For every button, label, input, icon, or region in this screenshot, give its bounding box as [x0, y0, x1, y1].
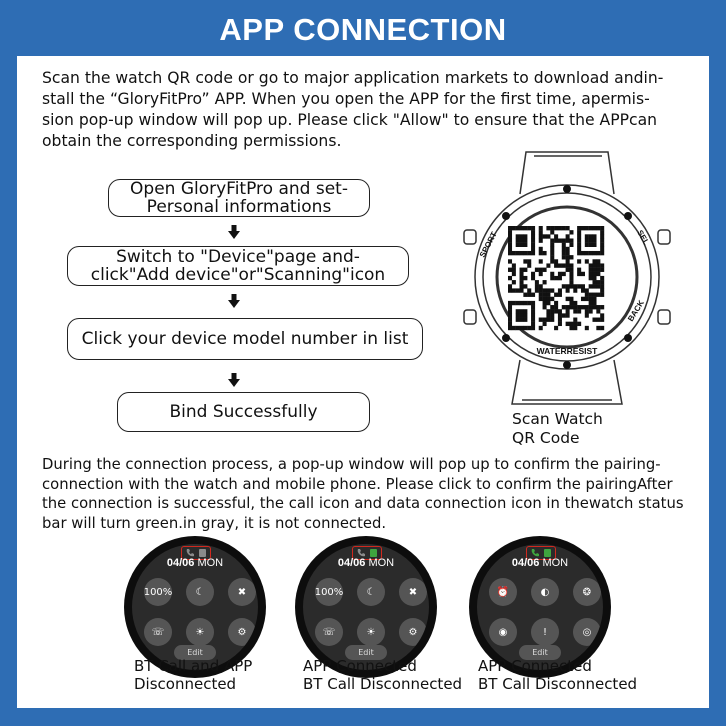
- step-line: click"Add device"or"Scanning"icon: [90, 265, 386, 285]
- bezel-label-waterresist: WATERRESIST: [537, 346, 599, 356]
- quick-tile: ✖: [228, 578, 256, 606]
- quick-tile: ☾: [186, 578, 214, 606]
- down-arrow-icon: [228, 225, 240, 239]
- intro-line: obtain the corresponding permissions.: [42, 132, 342, 150]
- connection-paragraph: During the connection process, a pop-up …: [42, 455, 692, 533]
- status-highlight: [526, 546, 556, 560]
- quick-tile: ❂: [573, 578, 601, 606]
- watch-illustration: SPORT SEL BACK WATERRESIST: [463, 151, 671, 405]
- data-status-icon: [370, 549, 377, 557]
- quick-tile: 100%: [144, 578, 172, 606]
- watch-screen-face: 04/06 MON 100% ☾ ✖ ☏ ☀ ⚙ Edit: [132, 544, 258, 670]
- day-value: MON: [197, 557, 224, 569]
- data-status-icon: [199, 549, 206, 557]
- status-highlight: [352, 546, 382, 560]
- scan-caption: Scan Watch QR Code: [512, 410, 603, 448]
- date-display: 04/06 MON: [477, 557, 603, 569]
- call-status-icon: [531, 549, 539, 557]
- down-arrow-icon: [228, 294, 240, 308]
- caption-line: APP Connected: [478, 657, 592, 675]
- watch-screen: 04/06 MON 100% ☾ ✖ ☏ ☀ ⚙ Edit: [124, 536, 266, 678]
- connection-line: the connection is successful, the call i…: [42, 495, 684, 512]
- edit-button: Edit: [174, 645, 216, 660]
- quick-tile: ☾: [357, 578, 385, 606]
- connection-line: bar will turn green.in gray, it is not c…: [42, 514, 387, 532]
- edit-button: Edit: [345, 645, 387, 660]
- down-arrow-icon: [228, 373, 240, 387]
- step-open-app: Open GloryFitPro and set- Personal infor…: [108, 179, 370, 217]
- quick-tile: ☏: [315, 618, 343, 646]
- bezel-label-sel: SEL: [635, 229, 651, 247]
- connection-line: During the connection process, a pop-up …: [42, 456, 661, 473]
- step-add-device: Switch to "Device"page and- click"Add de…: [67, 246, 409, 286]
- quick-tile: ⏰: [489, 578, 517, 606]
- intro-paragraph: Scan the watch QR code or go to major ap…: [42, 68, 692, 152]
- step-line: Open GloryFitPro and set-: [130, 179, 348, 199]
- quick-tile: ☀: [357, 618, 385, 646]
- quick-tile: !: [531, 618, 559, 646]
- date-display: 04/06 MON: [303, 557, 429, 569]
- step-bind: Bind Successfully: [117, 392, 370, 432]
- quick-tile: ☀: [186, 618, 214, 646]
- watch-screen: 04/06 MON ⏰ ◐ ❂ ◉! ◎ Edit: [469, 536, 611, 678]
- day-value: MON: [542, 557, 569, 569]
- intro-line: sion pop-up window will pop up. Please c…: [42, 111, 658, 129]
- caption-line: APP Connected: [303, 657, 417, 675]
- quick-tile: ⚙: [228, 618, 256, 646]
- caption-line: BT Call Disconnected: [303, 675, 463, 693]
- watch-screen: 04/06 MON 100% ☾ ✖ ☏ ☀ ⚙ Edit: [295, 536, 437, 678]
- watch-screen-face: 04/06 MON 100% ☾ ✖ ☏ ☀ ⚙ Edit: [303, 544, 429, 670]
- connection-line: connection with the watch and mobile pho…: [42, 475, 673, 493]
- call-status-icon: [186, 549, 194, 557]
- watch-screen-face: 04/06 MON ⏰ ◐ ❂ ◉! ◎ Edit: [477, 544, 603, 670]
- quick-tile: ☏: [144, 618, 172, 646]
- call-status-icon: [357, 549, 365, 557]
- step-select-model: Click your device model number in list: [67, 318, 423, 360]
- quick-tile: ◐: [531, 578, 559, 606]
- page-title: APP CONNECTION: [219, 12, 507, 47]
- quick-tile: 100%: [315, 578, 343, 606]
- quick-tile: ◎: [573, 618, 601, 646]
- date-value: 04/06: [511, 557, 540, 569]
- edit-button: Edit: [519, 645, 561, 660]
- quick-tile: ◉: [489, 618, 517, 646]
- date-display: 04/06 MON: [132, 557, 258, 569]
- date-value: 04/06: [337, 557, 366, 569]
- caption-line: Scan Watch: [512, 410, 603, 428]
- day-value: MON: [368, 557, 395, 569]
- quick-tile: ⚙: [399, 618, 427, 646]
- step-line: Personal informations: [146, 197, 332, 217]
- caption-line: BT Call Disconnected: [478, 675, 638, 693]
- step-line: Bind Successfully: [169, 402, 318, 422]
- data-status-icon: [544, 549, 551, 557]
- caption-line: QR Code: [512, 429, 580, 447]
- intro-line: Scan the watch QR code or go to major ap…: [42, 69, 664, 87]
- date-value: 04/06: [166, 557, 195, 569]
- caption-line: Disconnected: [134, 675, 237, 693]
- step-line: Switch to "Device"page and-: [116, 247, 360, 267]
- step-line: Click your device model number in list: [81, 329, 409, 349]
- quick-tile: ✖: [399, 578, 427, 606]
- qr-code: [508, 226, 605, 331]
- status-highlight: [181, 546, 211, 560]
- caption-line: BT Call and APP: [134, 657, 253, 675]
- intro-line: stall the “GloryFitPro” APP. When you op…: [42, 90, 650, 108]
